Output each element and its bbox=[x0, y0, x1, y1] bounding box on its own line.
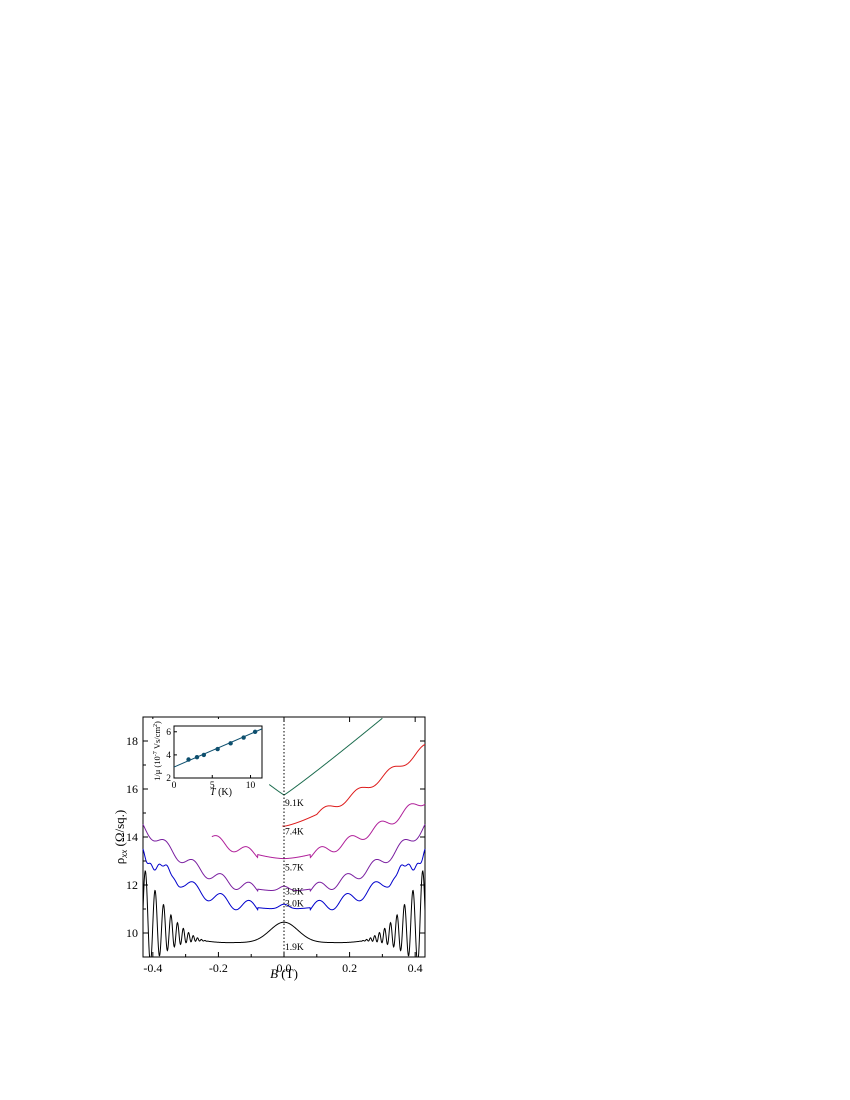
temperature-labels: 1.9K 3.0K 3.9K 5.7K 7.4K 9.1K bbox=[285, 799, 304, 953]
inset-point bbox=[201, 752, 207, 758]
x-tick-label: 0.0 bbox=[277, 961, 292, 975]
y-tick-label: 14 bbox=[126, 830, 138, 844]
inset-y-tick-label: 6 bbox=[166, 728, 171, 738]
inset-x-tick-label: 10 bbox=[246, 781, 256, 791]
main-axis-ticks: -0.4 -0.2 0.0 0.2 0.4 10 12 14 16 18 bbox=[126, 716, 425, 975]
inset-x-tick-label: 5 bbox=[210, 781, 215, 791]
y-tick-label: 12 bbox=[126, 878, 138, 892]
inset-data-points bbox=[186, 729, 258, 762]
label-t57: 5.7K bbox=[285, 864, 304, 874]
label-t91: 9.1K bbox=[285, 799, 304, 809]
main-x-axis-label: B (T) bbox=[270, 966, 298, 981]
inset-point bbox=[186, 757, 191, 762]
inset-y-tick-label: 4 bbox=[166, 751, 171, 761]
inset-y-axis-label: 1/μ (10-7 Vs/cm2) bbox=[152, 721, 162, 781]
x-tick-label: -0.2 bbox=[209, 961, 228, 975]
inset-point bbox=[252, 729, 258, 734]
inset-point bbox=[241, 735, 246, 740]
y-tick-label: 18 bbox=[126, 734, 138, 748]
curve-t74 bbox=[282, 743, 426, 827]
label-t74: 7.4K bbox=[285, 828, 304, 838]
inset-axis-ticks: 0 5 10 2 4 6 bbox=[166, 728, 255, 791]
x-tick-label: -0.4 bbox=[143, 961, 162, 975]
curve-t30 bbox=[142, 848, 426, 911]
y-tick-label: 10 bbox=[126, 926, 138, 940]
inset-y-tick-label: 2 bbox=[166, 774, 171, 784]
curve-t19 bbox=[142, 870, 426, 958]
x-tick-label: 0.4 bbox=[408, 961, 423, 975]
label-t30: 3.0K bbox=[285, 900, 304, 910]
curve-t57 bbox=[211, 803, 426, 860]
curve-t91 bbox=[268, 717, 383, 796]
inset-chart: 0 5 10 2 4 6 T (K) 1/μ (10-7 Vs/cm2) bbox=[150, 719, 264, 798]
inset-background bbox=[150, 719, 264, 793]
x-tick-label: 0.2 bbox=[342, 961, 357, 975]
inset-x-axis-label: T (K) bbox=[210, 787, 232, 798]
inset-point bbox=[215, 746, 220, 752]
inset-x-tick-label: 0 bbox=[172, 781, 177, 791]
main-y-axis-label: ρxx (Ω/sq.) bbox=[112, 810, 129, 865]
inset-point bbox=[194, 755, 200, 760]
main-chart: -0.4 -0.2 0.0 0.2 0.4 10 12 14 16 18 1.9K 3.0K 3.9K… bbox=[112, 716, 426, 981]
label-t39: 3.9K bbox=[285, 888, 304, 898]
inset-point bbox=[228, 741, 233, 746]
inset-plot-frame bbox=[173, 725, 263, 779]
y-tick-label: 16 bbox=[126, 782, 138, 796]
label-t19: 1.9K bbox=[285, 943, 304, 953]
